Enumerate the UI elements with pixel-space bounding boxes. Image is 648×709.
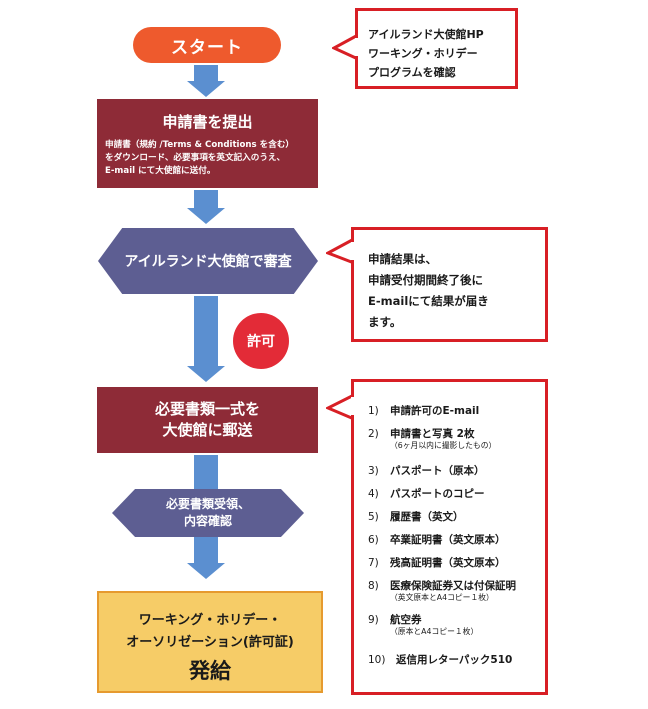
document-number: 1) xyxy=(368,405,379,417)
issue-line-2: オーソリゼーション(許可証) xyxy=(126,635,294,650)
document-number: 3) xyxy=(368,465,379,477)
callout-pointer-mask-1 xyxy=(355,38,359,56)
issue-line-1: ワーキング・ホリデー・ xyxy=(138,613,282,628)
approval-label: 許可 xyxy=(247,334,275,350)
document-item: 10) 返信用レターパック510 xyxy=(368,652,512,667)
callout-application-result: 申請結果は、 申請受付期間終了後に E-mailにて結果が届き ます。 xyxy=(351,227,548,342)
mail-line-2: 大使館に郵送 xyxy=(162,421,253,439)
flow-arrow-2 xyxy=(186,190,226,224)
review-label: アイルランド大使館で審査 xyxy=(124,254,292,270)
callout-hp-line-2: ワーキング・ホリデー xyxy=(368,47,478,60)
callout-hp-line-3: プログラムを確認 xyxy=(368,66,456,79)
document-item: 8) 医療保険証券又は付保証明 （英文原本とA4コピー１枚） xyxy=(368,578,516,602)
start-node: スタート xyxy=(133,27,281,63)
callout-pointer-mask-2 xyxy=(351,242,355,260)
callout-result-line-2: 申請受付期間終了後に xyxy=(368,273,483,287)
mail-documents-box: 必要書類一式を 大使館に郵送 xyxy=(97,387,318,453)
flow-arrow-5 xyxy=(186,537,226,581)
submit-application-box: 申請書を提出 申請書（規約 /Terms & Conditions を含む） を… xyxy=(97,99,318,188)
callout-hp-line-1: アイルランド大使館HP xyxy=(368,28,484,41)
document-number: 4) xyxy=(368,488,379,500)
submit-line-1: 申請書（規約 /Terms & Conditions を含む） xyxy=(105,140,295,150)
document-item: 5) 履歴書（英文） xyxy=(368,509,464,524)
document-number: 7) xyxy=(368,557,379,569)
document-item: 2) 申請書と写真 2枚 （6ヶ月以内に撮影したもの） xyxy=(368,426,496,450)
flow-arrow-4 xyxy=(186,455,226,489)
issue-line-3: 発給 xyxy=(189,659,231,683)
document-text: 申請書と写真 2枚 xyxy=(390,428,475,440)
start-label: スタート xyxy=(171,37,243,58)
document-item: 7) 残高証明書（英文原本） xyxy=(368,555,506,570)
document-number: 2) xyxy=(368,428,379,440)
submit-line-2: をダウンロード、必要事項を英文記入のうえ、 xyxy=(105,153,286,163)
received-line-2: 内容確認 xyxy=(183,514,232,528)
document-text: 航空券 xyxy=(390,614,422,626)
callout-result-line-4: ます。 xyxy=(368,315,402,329)
document-number: 5) xyxy=(368,511,379,523)
callout-embassy-hp: アイルランド大使館HP ワーキング・ホリデー プログラムを確認 xyxy=(355,8,518,89)
callout-result-line-1: 申請結果は、 xyxy=(368,252,437,266)
document-number: 9) xyxy=(368,614,379,626)
document-number: 8) xyxy=(368,580,379,592)
authorization-issue-box: ワーキング・ホリデー・ オーソリゼーション(許可証) 発給 xyxy=(97,591,323,693)
document-number: 10) xyxy=(368,654,386,666)
submit-line-3: E-mail にて大使館に送付。 xyxy=(105,166,216,176)
required-documents-list: 1) 申請許可のE-mail 2) 申請書と写真 2枚 （6ヶ月以内に撮影したもの）… xyxy=(351,379,548,695)
document-text: 履歴書（英文） xyxy=(390,511,464,523)
document-note: （原本とA4コピー１枚） xyxy=(390,627,479,636)
callout-result-line-3: E-mailにて結果が届き xyxy=(368,294,489,308)
approval-badge: 許可 xyxy=(233,313,289,369)
document-note: （6ヶ月以内に撮影したもの） xyxy=(390,441,497,450)
callout-pointer-mask-3 xyxy=(351,397,355,415)
flow-arrow-1 xyxy=(186,65,226,97)
document-item: 9) 航空券 （原本とA4コピー１枚） xyxy=(368,612,478,636)
document-item: 1) 申請許可のE-mail xyxy=(368,403,479,418)
document-note: （英文原本とA4コピー１枚） xyxy=(390,593,494,602)
embassy-review-hexagon: アイルランド大使館で審査 xyxy=(98,228,318,294)
flow-arrow-3 xyxy=(186,296,226,384)
document-item: 4) パスポートのコピー xyxy=(368,486,485,501)
received-line-1: 必要書類受領、 xyxy=(165,497,250,511)
document-text: 医療保険証券又は付保証明 xyxy=(390,580,516,592)
document-item: 6) 卒業証明書（英文原本） xyxy=(368,532,506,547)
document-item: 3) パスポート（原本） xyxy=(368,463,485,478)
document-text: 申請許可のE-mail xyxy=(390,405,480,417)
documents-received-hexagon: 必要書類受領、 内容確認 xyxy=(112,489,304,537)
document-text: 卒業証明書（英文原本） xyxy=(390,534,506,546)
document-text: 残高証明書（英文原本） xyxy=(390,557,506,569)
document-number: 6) xyxy=(368,534,379,546)
document-text: パスポート（原本） xyxy=(390,465,485,477)
mail-line-1: 必要書類一式を xyxy=(154,400,260,418)
document-text: 返信用レターパック510 xyxy=(396,654,513,666)
submit-title: 申請書を提出 xyxy=(162,113,253,131)
document-text: パスポートのコピー xyxy=(390,488,485,500)
